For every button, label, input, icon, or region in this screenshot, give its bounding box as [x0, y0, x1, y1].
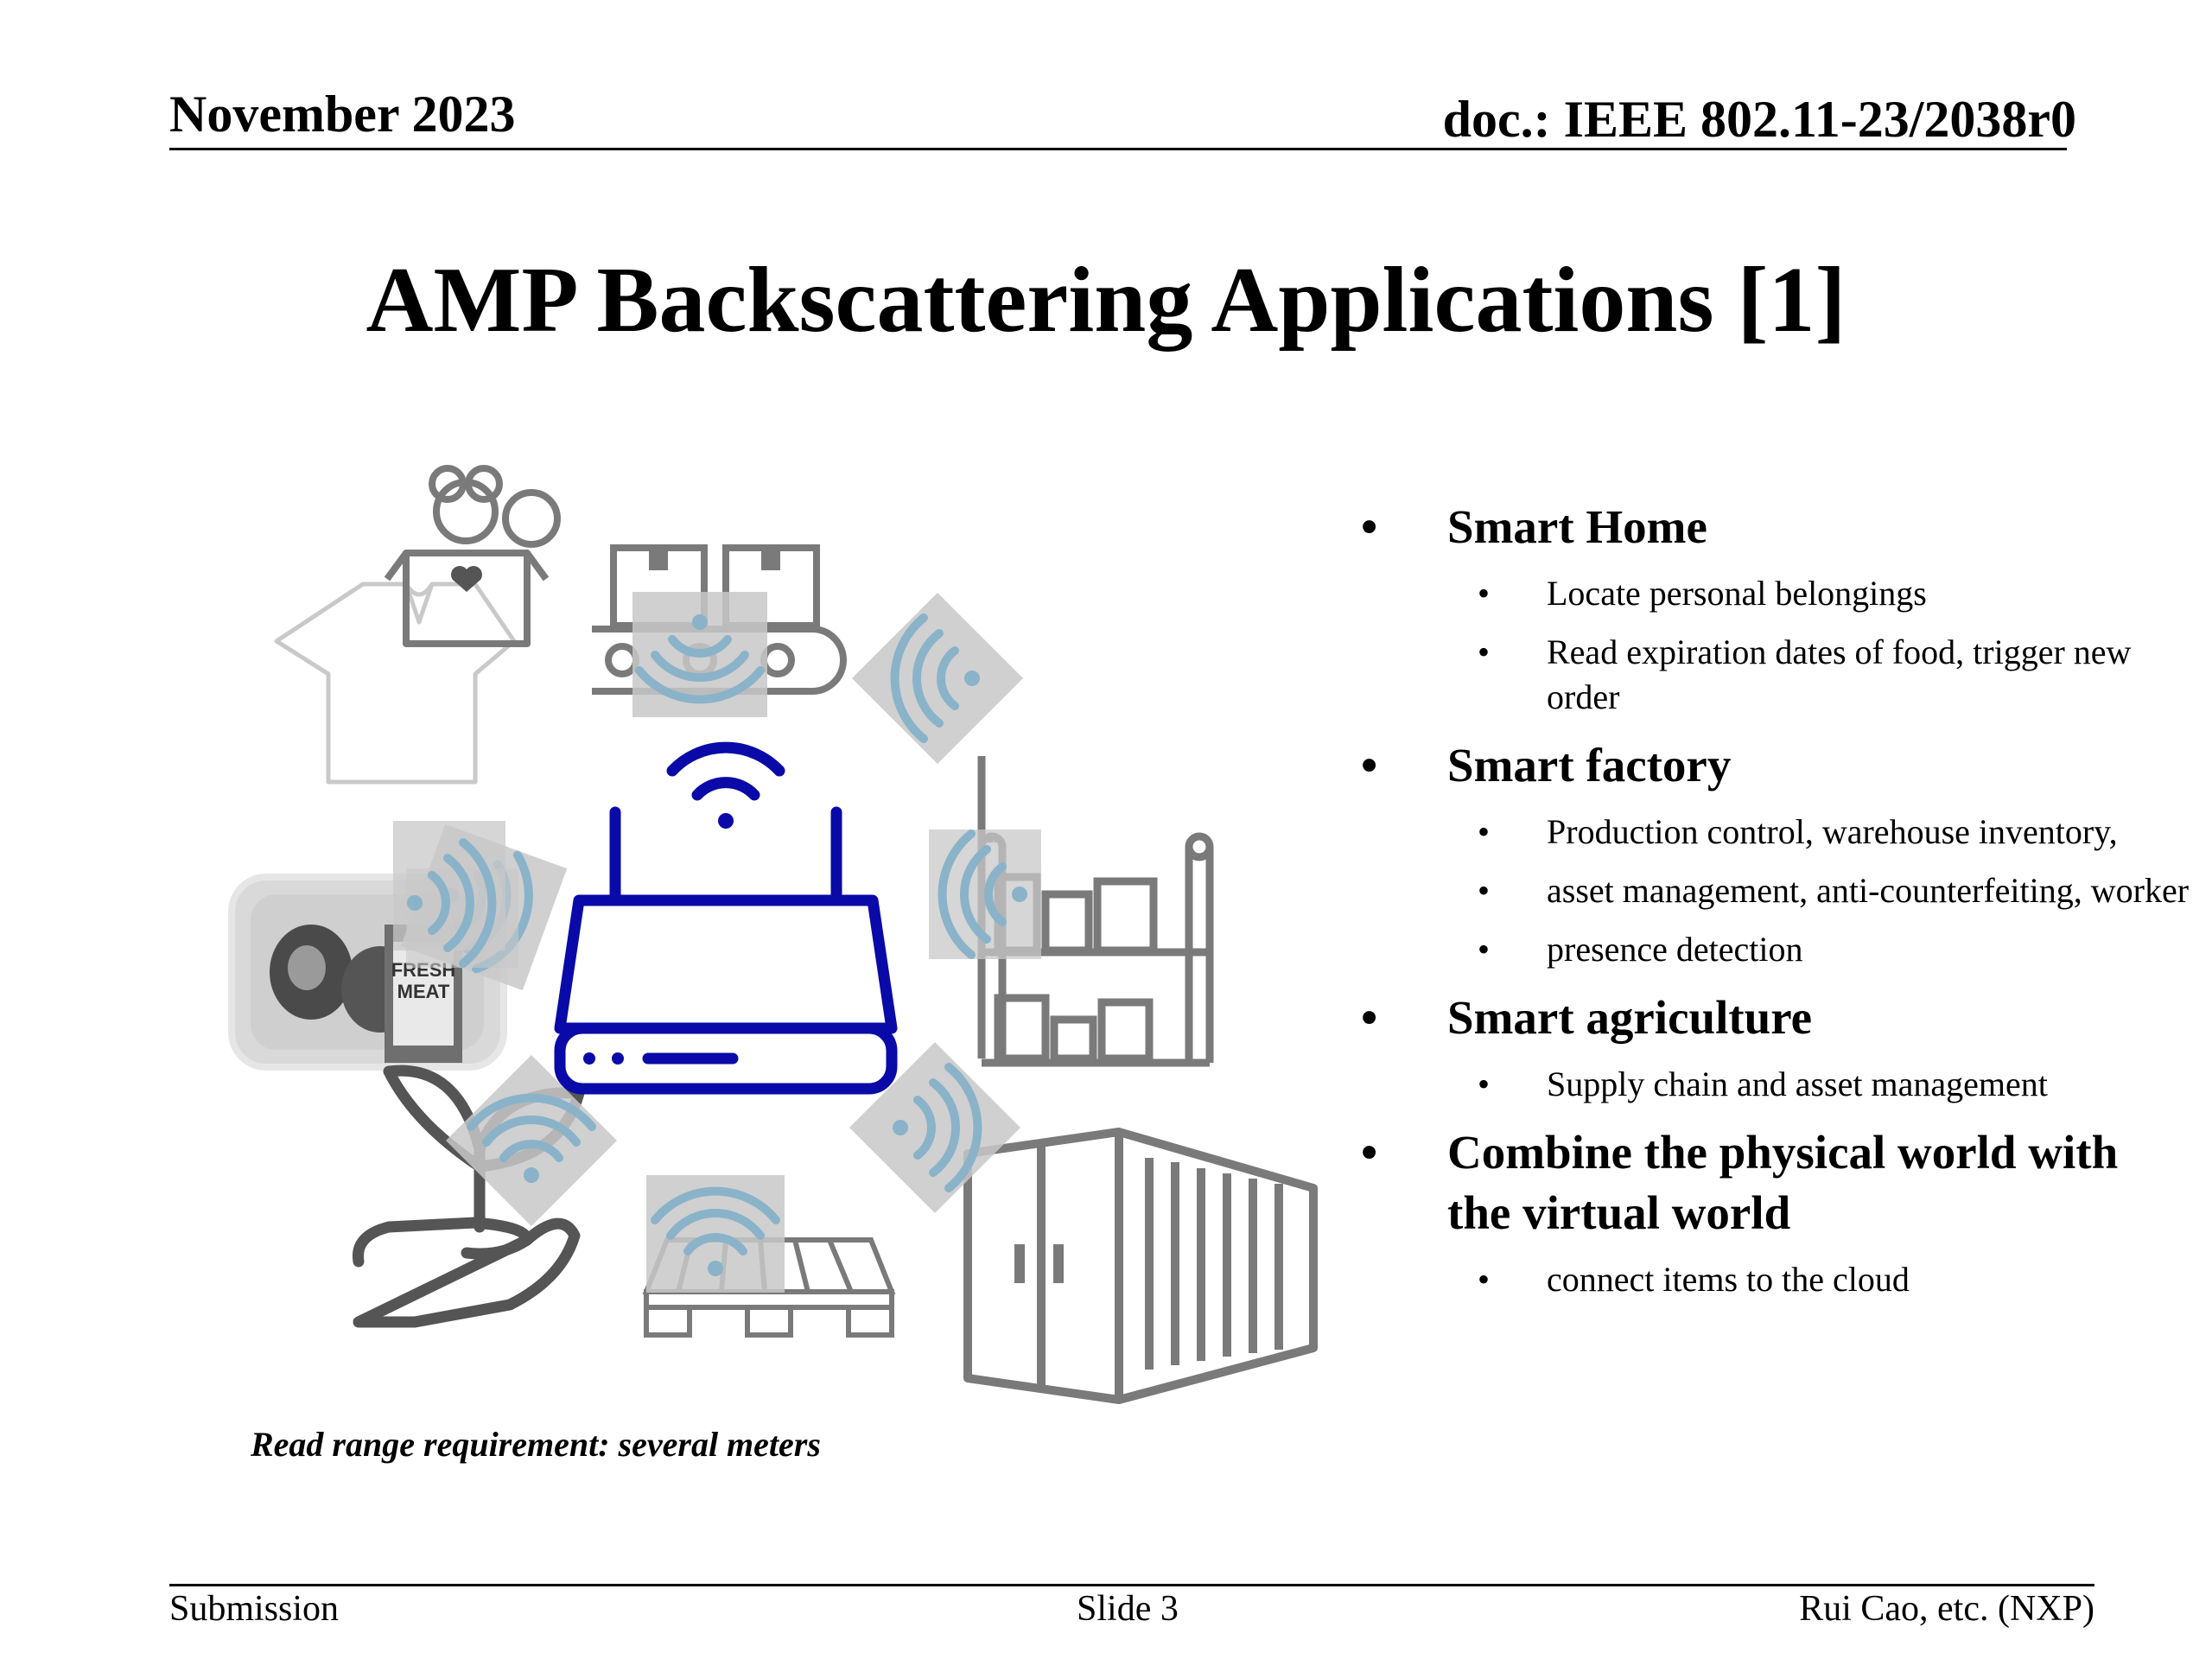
bullet-heading: Smart Home — [1447, 500, 1707, 553]
bullet-heading: Smart agriculture — [1447, 991, 1813, 1044]
meat-label-line2: MEAT — [397, 981, 450, 1002]
sub-bullet-glyph: • — [1478, 812, 1491, 851]
tag-icon-group-2 — [393, 821, 1041, 1293]
footer-submission: Submission — [169, 1589, 340, 1629]
sub-bullet-glyph: • — [1478, 1260, 1491, 1299]
sub-bullet-glyph: • — [1478, 871, 1491, 910]
bullet-glyph: • — [1361, 991, 1378, 1044]
header-doc-id: doc.: IEEE 802.11-23/2038r0 — [1442, 91, 2076, 148]
footer-author: Rui Cao, etc. (NXP) — [1799, 1589, 2094, 1629]
toy-box-icon — [384, 465, 561, 647]
bullet-physical-virtual: • Combine the physical world with the vir… — [1361, 1122, 2190, 1243]
bullet-heading: Combine the physical world with the virt… — [1447, 1126, 2119, 1239]
sub-bullet: • connect items to the cloud — [1361, 1257, 2190, 1302]
bullet-glyph: • — [1361, 739, 1378, 791]
applications-illustration: FRESH MEAT — [228, 465, 1318, 1404]
bullet-smart-agriculture: • Smart agriculture — [1361, 988, 2190, 1048]
bullet-glyph: • — [1361, 500, 1378, 553]
sub-bullet-glyph: • — [1478, 574, 1491, 613]
sub-bullet-text: asset management, anti-counterfeiting, w… — [1547, 871, 2190, 910]
sub-bullet: • Production control, warehouse inventory… — [1361, 810, 2190, 855]
sub-bullet-text: Locate personal belongings — [1547, 574, 1927, 613]
header-divider — [169, 148, 2067, 150]
sub-bullet-text: connect items to the cloud — [1547, 1260, 1910, 1299]
tshirt-icon — [274, 582, 517, 785]
sub-bullet-text: Production control, warehouse inventory, — [1547, 812, 2118, 851]
bullet-smart-home: • Smart Home — [1361, 497, 2190, 557]
sub-bullet-text: Read expiration dates of food, trigger n… — [1547, 632, 2132, 716]
bullet-heading: Smart factory — [1447, 739, 1732, 791]
illustration-caption: Read range requirement: several meters — [251, 1425, 821, 1464]
footer-slide-number: Slide 3 — [1077, 1589, 1179, 1629]
sub-bullet-glyph: • — [1478, 632, 1491, 671]
bullet-glyph: • — [1361, 1126, 1378, 1179]
slide-title: AMP Backscattering Applications [1] — [365, 249, 1847, 352]
application-list: •Smart Home •Locate personal belongings … — [1361, 497, 2190, 1302]
sub-bullet-glyph: • — [1478, 1065, 1491, 1103]
footer-divider — [169, 1584, 2094, 1586]
sub-bullet: • asset management, anti-counterfeiting, … — [1361, 868, 2190, 913]
sub-bullet-text: Supply chain and asset management — [1547, 1065, 2048, 1103]
sub-bullet: • Supply chain and asset management — [1361, 1062, 2190, 1107]
sub-bullet: • Read expiration dates of food, trigger … — [1361, 630, 2190, 720]
router-icon — [554, 806, 898, 1095]
wifi-icon — [666, 741, 785, 829]
sub-bullet: • presence detection — [1361, 927, 2190, 972]
container-icon — [963, 1128, 1318, 1404]
bullet-smart-factory: • Smart factory — [1361, 735, 2190, 796]
header-date: November 2023 — [169, 86, 516, 143]
sub-bullet-glyph: • — [1478, 930, 1491, 969]
sub-bullet-text: presence detection — [1547, 930, 1803, 969]
sub-bullet: • Locate personal belongings — [1361, 571, 2190, 616]
